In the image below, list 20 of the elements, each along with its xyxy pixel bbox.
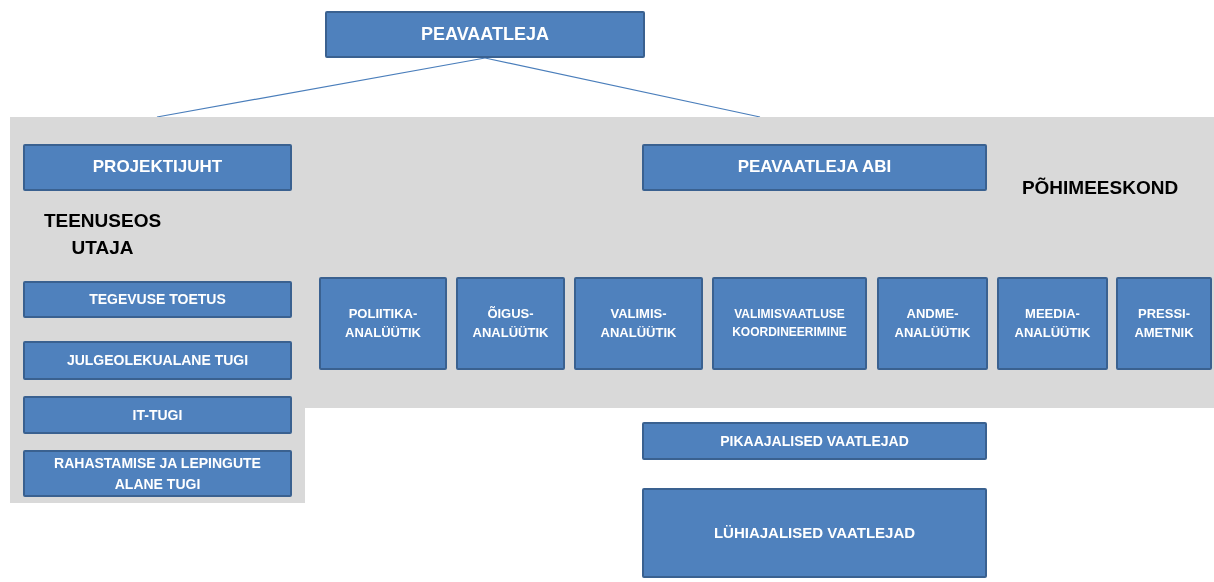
- role-box: VALIMISVAATLUSE KOORDINEERIMINE: [712, 277, 867, 370]
- role-box: PEAVAATLEJA: [325, 11, 645, 58]
- group-title: TEENUSEOS UTAJA: [42, 209, 163, 260]
- role-box: POLIITIKA- ANALÜÜTIK: [319, 277, 447, 370]
- role-box: PEAVAATLEJA ABI: [642, 144, 987, 191]
- connector-line: [484, 57, 761, 118]
- role-box: RAHASTAMISE JA LEPINGUTE ALANE TUGI: [23, 450, 292, 497]
- connector-line: [156, 57, 486, 118]
- role-box: PROJEKTIJUHT: [23, 144, 292, 191]
- role-box: MEEDIA- ANALÜÜTIK: [997, 277, 1108, 370]
- role-box: ÕIGUS- ANALÜÜTIK: [456, 277, 565, 370]
- role-box: IT-TUGI: [23, 396, 292, 434]
- group-title: PÕHIMEESKOND: [1020, 176, 1180, 200]
- role-box: PRESSI- AMETNIK: [1116, 277, 1212, 370]
- role-box: JULGEOLEKUALANE TUGI: [23, 341, 292, 380]
- role-box: LÜHIAJALISED VAATLEJAD: [642, 488, 987, 578]
- role-box: TEGEVUSE TOETUS: [23, 281, 292, 318]
- role-box: VALIMIS- ANALÜÜTIK: [574, 277, 703, 370]
- role-box: ANDME- ANALÜÜTIK: [877, 277, 988, 370]
- role-box: PIKAAJALISED VAATLEJAD: [642, 422, 987, 460]
